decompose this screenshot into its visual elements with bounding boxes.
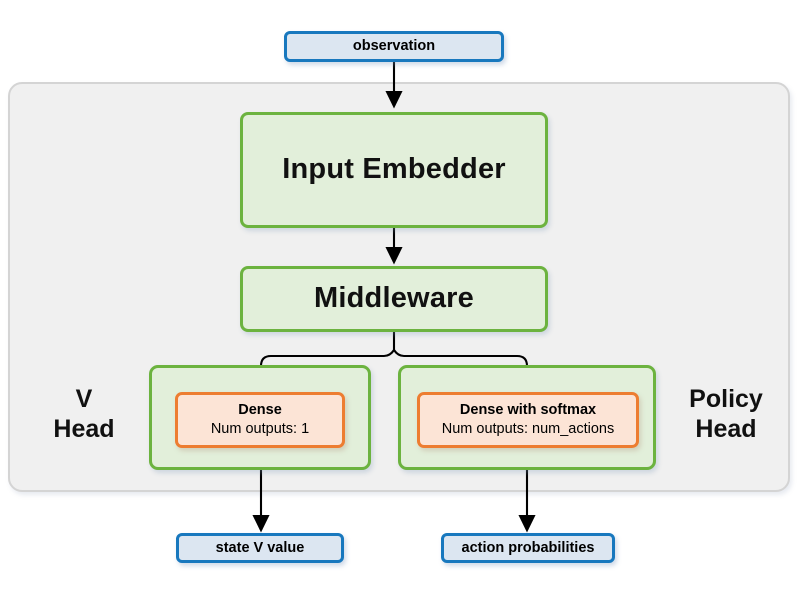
observation-box[interactable]: observation	[284, 31, 504, 62]
action-probabilities-box[interactable]: action probabilities	[441, 533, 615, 563]
input-embedder-box[interactable]: Input Embedder	[240, 112, 548, 228]
middleware-label: Middleware	[314, 282, 474, 315]
middleware-box[interactable]: Middleware	[240, 266, 548, 332]
dense-softmax-layer-box[interactable]: Dense with softmax Num outputs: num_acti…	[417, 392, 639, 448]
v-head-caption: V Head	[53, 385, 115, 443]
dense-softmax-layer-title: Dense with softmax	[459, 402, 597, 419]
input-embedder-label: Input Embedder	[282, 153, 506, 186]
dense-layer-title: Dense	[238, 402, 282, 419]
state-v-value-label: state V value	[215, 539, 305, 556]
state-v-value-box[interactable]: state V value	[176, 533, 344, 563]
policy-head-caption: Policy Head	[689, 385, 763, 443]
dense-layer-box[interactable]: Dense Num outputs: 1	[175, 392, 345, 448]
dense-layer-subtitle: Num outputs: 1	[210, 421, 310, 437]
action-probabilities-label: action probabilities	[461, 539, 595, 556]
dense-softmax-layer-subtitle: Num outputs: num_actions	[441, 421, 615, 437]
observation-label: observation	[352, 38, 436, 55]
